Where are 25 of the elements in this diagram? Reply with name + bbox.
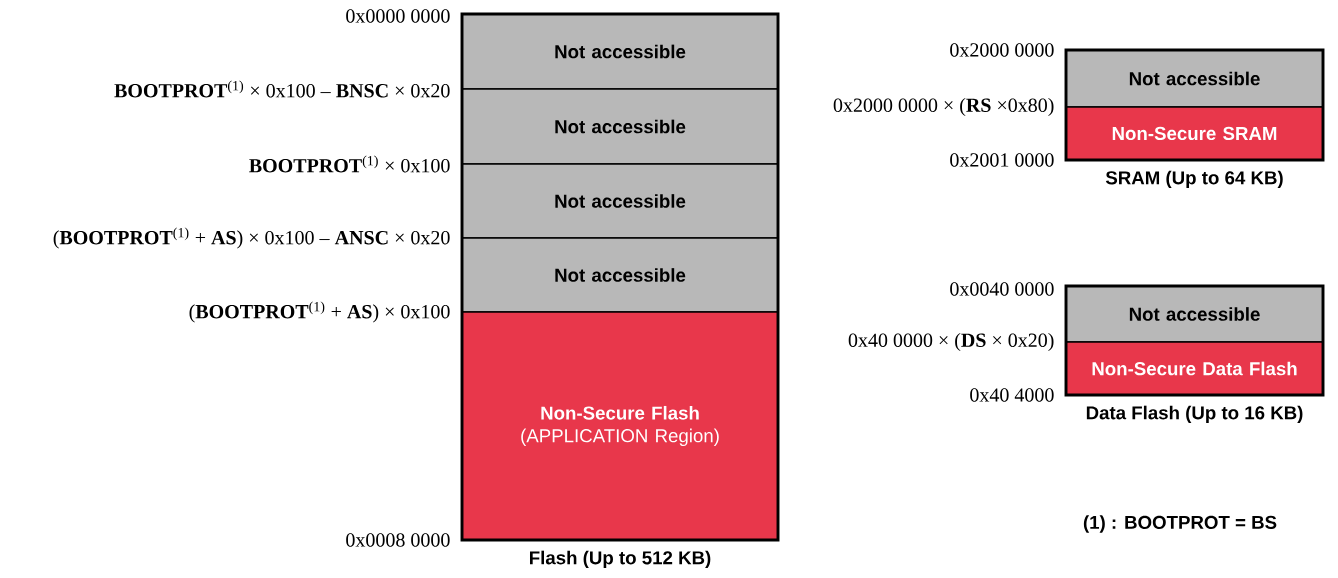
- hatched-region: Not accessible: [461, 237, 779, 313]
- hatched-region: Not accessible: [1065, 285, 1324, 343]
- address-label: (BOOTPROT$^{(1)}$ + AS) × 0x100 – ANSC × 0x20: [53, 227, 450, 249]
- address-label: 0x2000 0000 × (RS ×0x80): [833, 97, 1054, 117]
- memory-region: Non-Secure SRAM: [1065, 106, 1324, 161]
- memory-region: Non-Secure Data Flash: [1065, 341, 1324, 396]
- memory-region: Non-Secure Flash (APPLICATION Region): [461, 311, 779, 541]
- block-caption: SRAM (Up to 64 KB): [1105, 170, 1283, 189]
- address-label: 0x0040 0000: [950, 282, 1054, 296]
- address-label: 0x0008 0000: [346, 533, 450, 547]
- address-label: 0x40 0000 × (DS × 0x20): [848, 332, 1054, 352]
- address-label: (BOOTPROT$^{(1)}$ + AS) × 0x100: [189, 301, 450, 323]
- address-label: 0x40 4000: [970, 388, 1054, 402]
- address-label: BOOTPROT$^{(1)}$ × 0x100 – BNSC × 0x20: [114, 80, 450, 98]
- block-caption: Data Flash (Up to 16 KB): [1086, 405, 1303, 424]
- footnote: (1) : BOOTPROT = BS: [1083, 515, 1277, 533]
- hatched-region: Not accessible: [461, 163, 779, 239]
- address-label: BOOTPROT$^{(1)}$ × 0x100: [249, 155, 450, 173]
- hatched-region: Not accessible: [461, 13, 779, 90]
- hatched-region: Not accessible: [1065, 49, 1324, 108]
- block-caption: Flash (Up to 512 KB): [530, 550, 711, 569]
- address-label: 0x2001 0000: [950, 153, 1054, 167]
- address-label: 0x0000 0000: [346, 9, 450, 23]
- address-label: 0x2000 0000: [950, 43, 1054, 57]
- hatched-region: Not accessible: [461, 88, 779, 165]
